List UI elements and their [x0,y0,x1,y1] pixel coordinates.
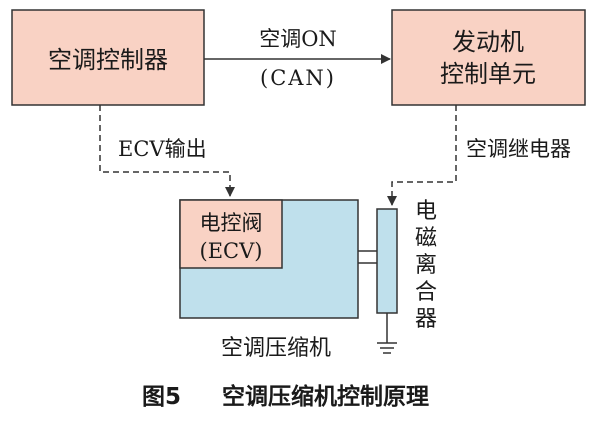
ac-on-label: 空调ON [259,27,337,51]
compressor-block: 电控阀 (ECV) 空调压缩机 [179,199,359,361]
ac-relay-signal: 空调继电器 [387,105,571,206]
engine-ecu-block: 发动机 控制单元 [391,9,586,106]
engine-ecu-label-line1: 发动机 [452,28,524,56]
ac-relay-label: 空调继电器 [466,137,571,161]
figure-caption: 图5 空调压缩机控制原理 [142,383,429,410]
ecv-output-label: ECV输出 [118,137,207,161]
compressor-label: 空调压缩机 [221,336,331,361]
engine-ecu-label-line2: 控制单元 [440,60,536,88]
ecv-box [179,199,283,269]
compressor-shaft [358,250,377,264]
clutch-label-char-5: 器 [415,307,437,332]
clutch-label-char-3: 离 [415,253,437,278]
ac-controller-block: 空调控制器 [11,9,205,106]
ecv-output-dashed-line [99,105,235,197]
figure-title: 空调压缩机控制原理 [222,383,429,410]
ac-controller-box [11,9,205,106]
clutch-label-char-2: 磁 [415,226,437,251]
clutch-block: 电 磁 离 合 器 [376,199,437,354]
can-label: (CAN) [260,66,336,90]
clutch-label-char-4: 合 [415,280,437,305]
engine-ecu-box [391,9,586,106]
ecv-label-line1: 电控阀 [200,211,263,235]
clutch-box [376,208,398,314]
clutch-label-char-1: 电 [415,199,437,224]
ac-controller-label: 空调控制器 [48,46,168,74]
ecv-output-signal: ECV输出 [99,105,235,197]
figure-number: 图5 [142,384,181,410]
ecv-label-line2: (ECV) [200,239,263,263]
ac-on-signal: 空调ON (CAN) [204,27,391,90]
ac-relay-dashed-line [387,105,457,206]
ground-icon [377,342,397,354]
